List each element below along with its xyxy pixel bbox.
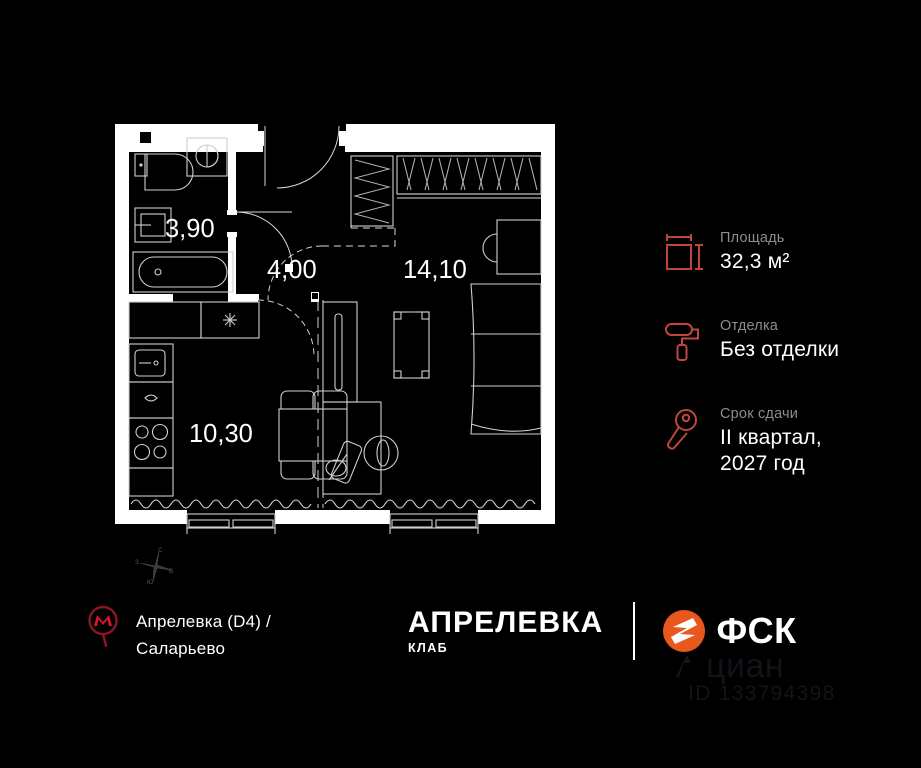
spec-row-deadline: Срок сдачи II квартал, 2027 год bbox=[664, 406, 904, 477]
room-area-living: 14,10 bbox=[403, 256, 467, 284]
cian-listing-id: ID 133794398 bbox=[688, 682, 836, 705]
project-brand: АПРЕЛЕВКА КЛАБ bbox=[408, 605, 604, 656]
specs-panel: Площадь 32,3 м² Отделка Без отделки bbox=[664, 230, 904, 517]
metro-name: Апрелевка (D4) / Саларьево bbox=[136, 604, 271, 662]
room-area-bathroom: 3,90 bbox=[165, 215, 215, 243]
spec-value-deadline-year: 2027 год bbox=[720, 452, 805, 475]
metro-station: Апрелевка (D4) / Саларьево bbox=[86, 604, 271, 662]
dining-set bbox=[278, 390, 348, 480]
tv-unit bbox=[322, 301, 399, 495]
compass-east: В bbox=[169, 569, 173, 575]
balcony-right bbox=[389, 513, 479, 534]
compass-north: С bbox=[158, 548, 163, 554]
key-icon bbox=[664, 406, 706, 454]
developer-name: ФСК bbox=[716, 610, 797, 651]
area-icon bbox=[664, 230, 706, 278]
cian-watermark: циан ID 133794398 bbox=[672, 648, 902, 706]
brand-block: АПРЕЛЕВКА КЛАБ ФСК bbox=[408, 602, 797, 660]
spec-label-area: Площадь bbox=[720, 230, 785, 246]
spec-value-finishing: Без отделки bbox=[720, 338, 840, 361]
plan-partitions bbox=[129, 124, 346, 302]
niche-dashes bbox=[322, 222, 396, 247]
plan-walls bbox=[115, 124, 555, 524]
paint-roller-icon bbox=[664, 318, 706, 366]
fsk-logo-icon bbox=[661, 608, 707, 654]
compass-south: Ю bbox=[147, 580, 153, 586]
floor-plan: .wall{fill:#ffffff;} .thin{fill:none;str… bbox=[115, 124, 570, 534]
spec-row-area: Площадь 32,3 м² bbox=[664, 230, 904, 278]
wavy-bottom bbox=[130, 499, 536, 509]
side-table bbox=[482, 219, 542, 275]
sofa bbox=[470, 283, 542, 435]
balcony-left bbox=[186, 513, 276, 534]
metro-line-2: Саларьево bbox=[136, 639, 226, 658]
brand-divider bbox=[633, 602, 636, 660]
metro-pin-icon bbox=[86, 604, 120, 648]
spec-row-finishing: Отделка Без отделки bbox=[664, 318, 904, 366]
room-area-hallway: 4,00 bbox=[267, 256, 317, 284]
compass-west: З bbox=[135, 560, 139, 566]
wardrobe bbox=[350, 155, 542, 227]
compass-rose: С З В Ю bbox=[133, 546, 177, 586]
kitchen-units bbox=[128, 301, 260, 497]
spec-label-deadline: Срок сдачи bbox=[720, 406, 799, 422]
bathroom-fixtures bbox=[132, 137, 234, 293]
zone-divider bbox=[317, 300, 324, 508]
project-subtitle: КЛАБ bbox=[408, 640, 449, 655]
coffee-table bbox=[393, 311, 430, 379]
cian-logo-icon bbox=[672, 649, 702, 683]
spec-value-area: 32,3 м² bbox=[720, 250, 790, 273]
room-area-kitchen: 10,30 bbox=[189, 420, 253, 448]
spec-value-deadline: II квартал, bbox=[720, 426, 822, 449]
cian-wordmark: циан bbox=[706, 647, 785, 685]
door-swings bbox=[235, 125, 340, 357]
metro-line-1: Апрелевка (D4) / bbox=[136, 612, 271, 631]
developer-logo: ФСК bbox=[661, 608, 796, 654]
spec-label-finishing: Отделка bbox=[720, 318, 779, 334]
project-title: АПРЕЛЕВКА bbox=[408, 605, 604, 639]
